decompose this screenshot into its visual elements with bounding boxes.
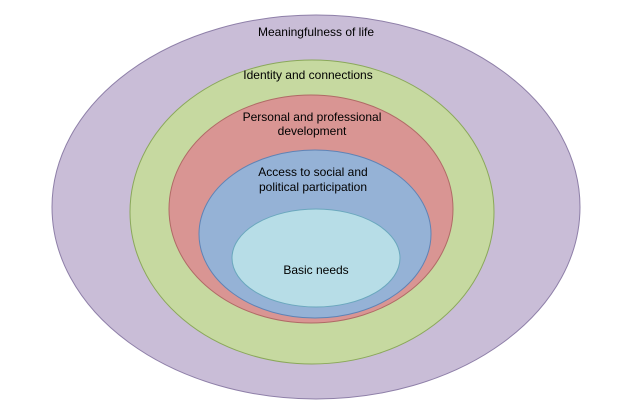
ring-basic-needs: [231, 208, 401, 308]
ring-label-personal-and-professional-line1: Personal and professional: [243, 110, 382, 124]
ring-label-meaningfulness-of-life: Meaningfulness of life: [258, 25, 374, 39]
ring-label-personal-and-professional-line2: development: [278, 124, 347, 138]
ring-label-basic-needs: Basic needs: [283, 263, 348, 277]
ring-label-access-line1: Access to social and: [258, 165, 367, 179]
ring-label-identity-and-connections: Identity and connections: [243, 68, 372, 82]
ring-label-access-line2: political participation: [259, 180, 367, 194]
